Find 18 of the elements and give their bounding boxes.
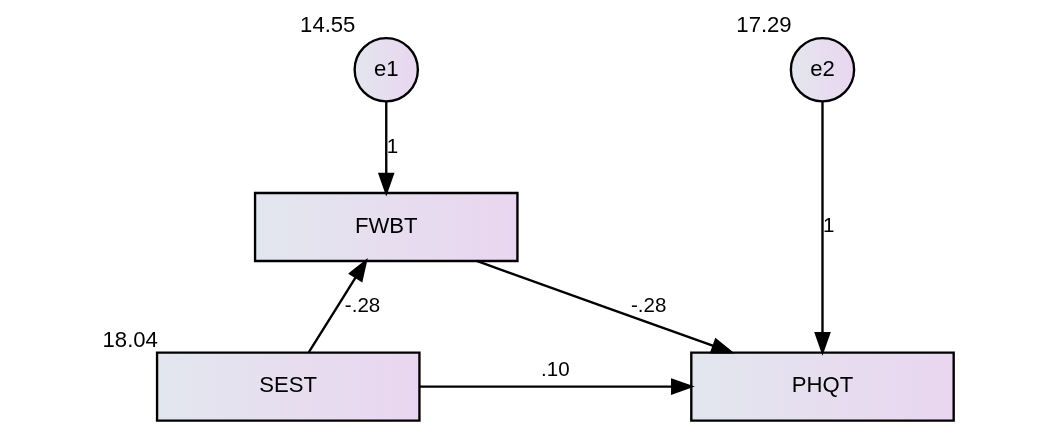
edge-label: 1 [822, 213, 835, 237]
arrow [475, 259, 735, 354]
edge-label: -.28 [630, 293, 666, 317]
node-label: 17.29 [735, 12, 792, 38]
edge-label: .10 [540, 357, 570, 381]
node-circle: e1 [352, 36, 419, 103]
node-label: 14.55 [299, 12, 355, 38]
edge-label: 1 [386, 133, 398, 157]
node-box: FWBT [253, 191, 519, 263]
node-box: SEST [155, 351, 421, 422]
edge-label: -.28 [344, 293, 380, 317]
arrow [813, 101, 831, 356]
node-circle: e2 [789, 36, 855, 103]
node-label: 18.04 [102, 326, 158, 352]
arrow [419, 378, 695, 395]
arrow [377, 101, 395, 197]
arrow [307, 257, 368, 353]
node-box: PHQT [689, 351, 955, 422]
